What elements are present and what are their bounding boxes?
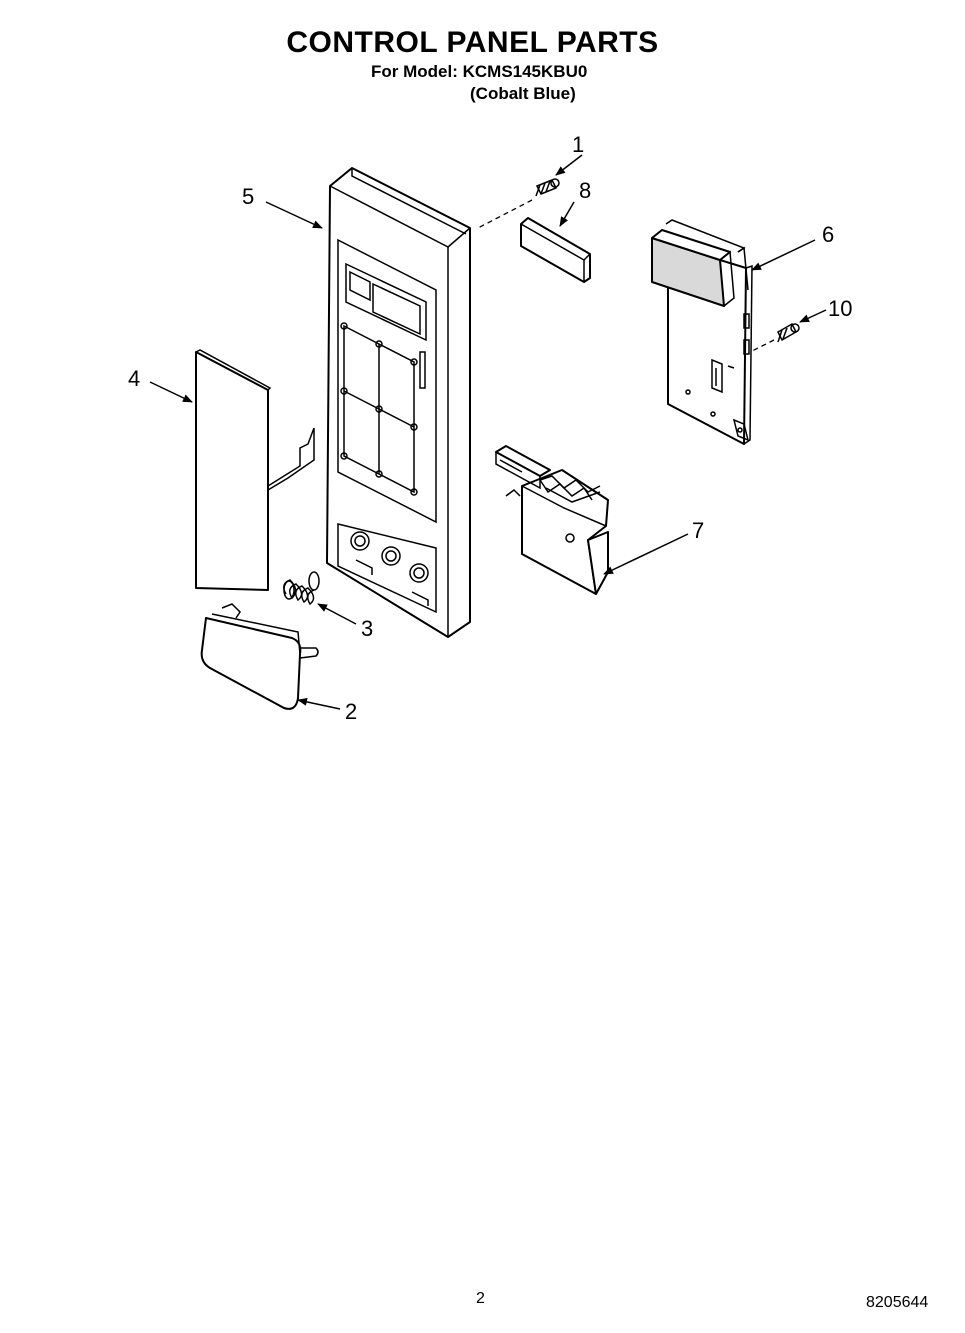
screw-10	[777, 322, 800, 343]
leader-3	[317, 603, 357, 625]
model-line: For Model: KCMS145KBU0	[371, 62, 588, 81]
callout-1: 1	[572, 132, 584, 157]
screw-1-guide	[477, 199, 533, 229]
control-board	[651, 219, 753, 445]
insulator-pad	[520, 217, 591, 283]
leader-5	[265, 201, 323, 229]
callout-5: 5	[242, 184, 254, 209]
screw-10-guide	[749, 339, 775, 353]
callout-10: 10	[828, 296, 852, 321]
callout-3: 3	[361, 616, 373, 641]
leader-7	[603, 533, 689, 575]
spring	[283, 571, 320, 606]
leader-8	[559, 201, 575, 227]
release-button	[200, 603, 319, 710]
leader-1	[555, 154, 583, 176]
page-number: 2	[476, 1290, 485, 1307]
control-panel-housing	[326, 167, 471, 638]
leader-lines	[149, 154, 827, 710]
callout-2: 2	[345, 699, 357, 724]
leader-2	[297, 697, 341, 710]
callout-8: 8	[579, 178, 591, 203]
callout-7: 7	[692, 518, 704, 543]
callout-6: 6	[822, 222, 834, 247]
screw-1	[535, 178, 560, 197]
leader-10	[799, 309, 827, 323]
latch-bracket	[495, 445, 609, 595]
leader-4	[149, 381, 193, 403]
page-title: CONTROL PANEL PARTS	[286, 26, 659, 59]
panel-overlay	[195, 349, 315, 591]
callout-4: 4	[128, 366, 140, 391]
document-number: 8205644	[866, 1294, 929, 1311]
color-line: (Cobalt Blue)	[470, 84, 576, 103]
leader-6	[751, 239, 816, 271]
